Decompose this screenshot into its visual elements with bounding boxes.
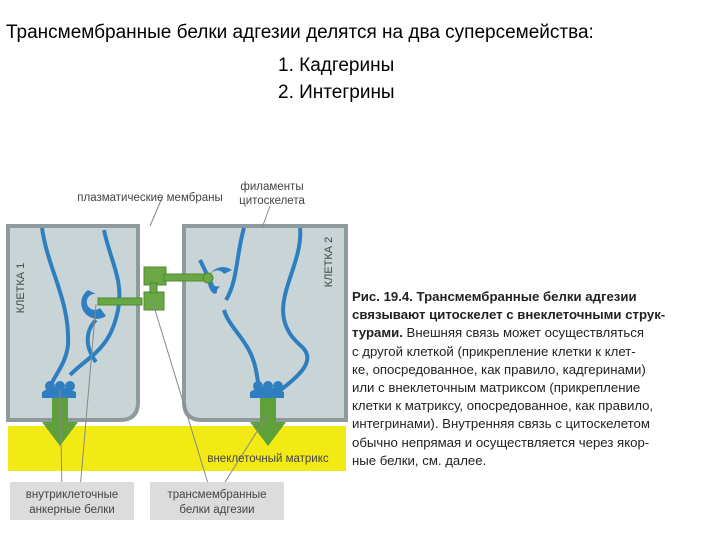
caption-line: или с внеклеточным матриксом (прикреплен… [352,380,641,396]
filament [40,227,71,393]
label-anchor-line2: анкерные белки [29,504,115,516]
anchor-protein-cell1-side [81,290,106,319]
cell-2 [182,224,348,422]
label-plasma-membranes: плазматические мембраны [77,192,222,204]
list-item-cadherins: 1. Кадгерины [278,55,395,76]
slide-title: Трансмембранные белки адгезии делятся на… [6,22,594,43]
caption-title-line3: турами. [352,325,403,341]
figure-caption: Рис. 19.4. Трансмембранные белки адгезии… [352,288,712,470]
label-anchor-line1: внутриклеточные [26,489,118,501]
caption-line: обычно непрямая и осуществляется через я… [352,434,650,450]
filament [68,229,122,377]
caption-line: с другой клеткой (прикрепление клетки к … [352,343,636,359]
superfamily-list: 1. Кадгерины 2. Интегрины [278,52,395,106]
label-extracellular-matrix: внеклеточный матрикс [207,453,329,465]
label-cell-1: КЛЕТКА 1 [15,263,27,314]
caption-text-first: Внешняя связь может осуществляться [406,325,644,341]
label-box-transmembrane [150,482,284,520]
filament [85,318,98,364]
label-box-anchor [10,482,134,520]
list-item-integrins: 2. Интегрины [278,82,395,103]
label-transmembrane-line1: трансмембранные [168,489,267,501]
caption-line: клетки к матриксу, опосредованное, как п… [352,398,654,414]
caption-title-line1: Рис. 19.4. Трансмембранные белки адгезии [352,289,637,304]
label-cell-2: КЛЕТКА 2 [323,237,335,288]
caption-line: ные белки, см. далее. [352,452,487,468]
caption-line-3: турами. Внешняя связь может осуществлять… [352,324,712,342]
caption-title-line2: связывают цитоскелет с внеклеточными стр… [352,307,666,323]
label-transmembrane-line2: белки адгезии [179,504,254,516]
cadherin-link [97,266,214,311]
cell-1 [6,224,140,422]
filament [276,227,310,394]
label-filaments-line2: цитоскелета [239,195,305,207]
caption-line: ке, опосредованное, как правило, кадгери… [352,361,646,377]
adhesion-diagram: плазматические мембраны филаменты цитоск… [6,181,348,520]
caption-line: интегринами). Внутренняя связь с цитоске… [352,416,650,432]
anchor-protein-cell2-side [208,267,232,294]
filament [224,227,246,302]
label-filaments-line1: филаменты [240,181,303,193]
